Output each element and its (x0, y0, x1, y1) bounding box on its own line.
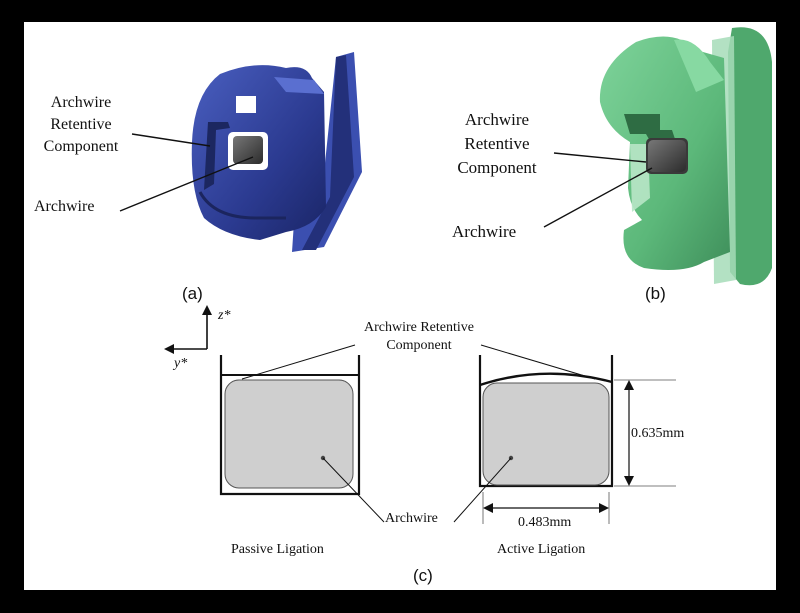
height-dimension-label: 0.635mm (631, 426, 685, 441)
bracket-b-top-wing (674, 39, 724, 92)
passive-archwire-section (224, 379, 354, 489)
diagram-drawing (119, 27, 772, 524)
width-dimension-label: 0.483mm (518, 515, 572, 530)
b-component-leader (553, 152, 647, 163)
active-ligation-diagram (478, 355, 614, 488)
b-component-label: Archwire Retentive Component (457, 110, 537, 177)
b-archwire-label: Archwire (452, 222, 517, 241)
passive-slot-walls (219, 355, 361, 496)
height-dimension (614, 379, 676, 487)
active-slot-walls (478, 355, 614, 488)
c-component-leader-right (480, 344, 596, 380)
bracket-a-window (236, 96, 256, 113)
axis-triad (164, 305, 212, 354)
b-archwire-leader (543, 167, 653, 228)
c-archwire-label: Archwire (385, 511, 438, 526)
a-archwire-leader (119, 156, 254, 212)
bracket-b-illustration (543, 27, 772, 286)
bracket-a-archwire (233, 136, 263, 164)
bracket-a-lower-edge (198, 191, 286, 220)
active-retentive-component (479, 372, 613, 387)
caption-a: (a) (182, 284, 203, 303)
figure-canvas: Archwire Retentive Component Archwire (a… (24, 22, 776, 590)
bracket-a-clip (204, 122, 230, 190)
c-archwire-leader-left (322, 457, 385, 523)
passive-ligation-caption: Passive Ligation (231, 542, 324, 557)
width-dimension (482, 492, 610, 524)
bracket-a-top-wing (274, 77, 324, 94)
y-axis-label: y* (174, 356, 188, 371)
y-axis-arrowhead (164, 344, 174, 354)
caption-b: (b) (645, 284, 666, 303)
bracket-b-archwire (648, 140, 686, 172)
z-axis-label: z* (218, 308, 231, 323)
c-archwire-leader-right (453, 457, 512, 523)
a-component-leader (131, 133, 211, 147)
a-component-label: Archwire Retentive Component (43, 94, 119, 155)
c-component-leader-left (241, 344, 356, 380)
z-axis-arrowhead (202, 305, 212, 315)
c-component-label: Archwire Retentive Component (363, 320, 474, 353)
caption-c: (c) (413, 566, 433, 585)
bracket-a-base-edge (302, 55, 354, 250)
a-archwire-label: Archwire (34, 198, 95, 215)
active-archwire-section (482, 382, 610, 486)
passive-ligation-diagram (219, 355, 361, 496)
bracket-a-illustration (119, 52, 362, 252)
bracket-b-base-plate (728, 27, 772, 286)
active-ligation-caption: Active Ligation (497, 542, 586, 557)
